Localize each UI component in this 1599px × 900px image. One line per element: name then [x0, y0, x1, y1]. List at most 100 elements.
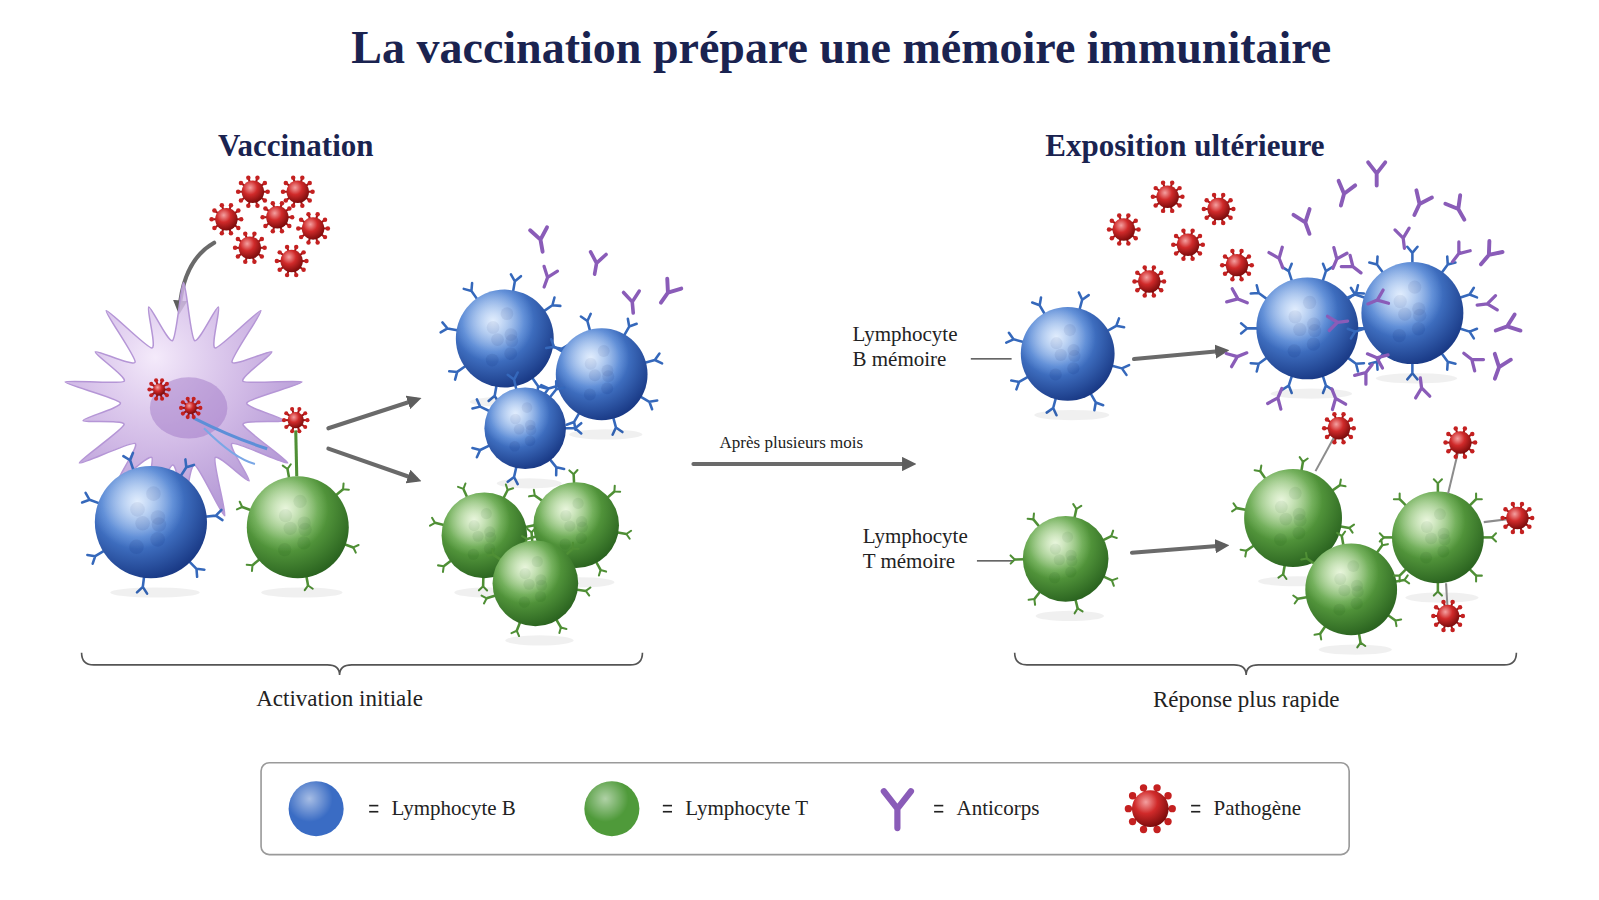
pathogen-knob [1231, 207, 1235, 211]
receptor-tip [247, 562, 255, 571]
pathogen-knob [300, 204, 304, 208]
receptor-tip [527, 528, 535, 533]
antibody [1487, 354, 1511, 382]
legend-swatch [584, 781, 639, 836]
pathogen [260, 201, 294, 234]
pathogen-knob [229, 231, 233, 235]
pathogen-body [1132, 790, 1169, 827]
cell-shadow [1035, 611, 1104, 621]
pathogen-knob [303, 411, 307, 415]
pathogen-knob [1458, 622, 1462, 626]
pathogen-knob [1527, 507, 1531, 511]
cell-highlight [1023, 516, 1109, 602]
pathogen-body [215, 208, 237, 230]
receptor-tip [430, 518, 436, 527]
pathogen-knob [181, 412, 185, 416]
pathogen-knob [281, 189, 285, 193]
receptor-tip [1029, 597, 1038, 605]
swatch-shading [289, 781, 344, 836]
pathogen-knob [1212, 221, 1216, 225]
pathogen-knob [1503, 524, 1507, 528]
cell-body [1305, 544, 1397, 636]
receptor-shape [1241, 323, 1258, 333]
pathogen [1171, 228, 1205, 261]
pathogen-knob [1530, 516, 1534, 520]
pathogen-knob [1461, 614, 1465, 618]
pathogen-knob [291, 175, 295, 179]
receptor-tip [1110, 577, 1117, 586]
pathogen-knob [1153, 203, 1157, 207]
pathogen-knob [306, 212, 310, 216]
pathogen-knob [1322, 426, 1326, 430]
pathogen-knob [1228, 198, 1232, 202]
receptor-tip [1072, 504, 1081, 510]
antibody-shape [537, 266, 557, 289]
pathogen-body [1177, 234, 1199, 256]
antibody [1476, 296, 1497, 313]
pathogen-knob [1223, 254, 1227, 258]
antibody-shape [1395, 228, 1412, 249]
pathogen-knob [243, 231, 247, 235]
cell-highlight [1256, 277, 1358, 379]
receptor-tip [352, 544, 359, 553]
receptor-tip [237, 502, 244, 511]
antibody [1459, 348, 1483, 371]
presentation-link [194, 418, 267, 449]
pathogen-knob [271, 201, 275, 205]
receptor-stalk [296, 430, 297, 476]
pathogen-knob [220, 203, 224, 207]
receptor-tip [1232, 503, 1237, 512]
pathogen-knob [290, 429, 294, 433]
pathogen-knob [1181, 228, 1185, 232]
antibody [1365, 347, 1388, 368]
pathogen-knob [1204, 198, 1208, 202]
section-heading: Vaccination [218, 127, 374, 164]
pathogen-knob [1140, 784, 1147, 791]
pathogen-knob [1228, 216, 1232, 220]
antibody [537, 266, 557, 289]
legend-swatch [289, 781, 344, 836]
pathogen-knob [236, 237, 240, 241]
pathogen [1202, 193, 1236, 226]
pathogen-knob [252, 260, 256, 264]
receptor-tip [1315, 631, 1324, 639]
pathogen-knob [1107, 227, 1111, 231]
antibody [1445, 195, 1471, 224]
pathogen [1443, 426, 1477, 459]
legend-label: Pathogène [1214, 796, 1301, 821]
pathogen-knob [165, 382, 169, 386]
antibody [884, 791, 911, 828]
pathogen-knob [306, 240, 310, 244]
antibody-shape [624, 291, 642, 314]
pathogen-knob [192, 415, 196, 419]
pathogen-knob [229, 203, 233, 207]
pathogen-knob [1511, 530, 1515, 534]
pathogen-knob [1250, 263, 1254, 267]
receptor-tip [283, 464, 292, 469]
receptor-tip [504, 485, 513, 492]
timeline-label: Après plusieurs mois [720, 432, 864, 452]
antibody-shape [1227, 289, 1250, 310]
pathogen-knob [1126, 213, 1130, 217]
pathogen-knob [236, 226, 240, 230]
pathogen-knob [1458, 605, 1462, 609]
pathogen-knob [236, 254, 240, 258]
cell-body [484, 388, 566, 470]
pathogen-knob [290, 215, 294, 219]
equals-sign [663, 805, 672, 807]
pathogen-knob [167, 388, 171, 392]
pathogen-knob [265, 189, 269, 193]
receptor [564, 423, 581, 433]
cell-body [247, 476, 349, 578]
pathogen-knob [263, 224, 267, 228]
antibody-shape [1445, 195, 1471, 224]
pathogen-knob [1161, 209, 1165, 213]
pathogen-knob [1473, 440, 1477, 444]
pathogen-knob [1453, 426, 1457, 430]
antibody-shape [1476, 296, 1497, 313]
pathogen-knob [1463, 454, 1467, 458]
receptor-tip [570, 543, 579, 552]
pathogen-knob [1142, 293, 1146, 297]
t-lymphocyte [1380, 479, 1496, 602]
pathogen-knob [263, 181, 267, 185]
